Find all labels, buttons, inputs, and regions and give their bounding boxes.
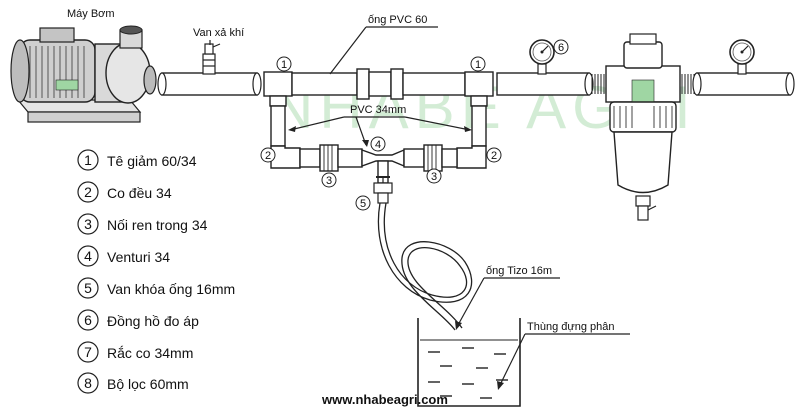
union-60-icon xyxy=(356,68,404,100)
svg-text:Venturi 34: Venturi 34 xyxy=(107,249,170,265)
svg-text:8: 8 xyxy=(84,375,92,391)
pipe-60-segment xyxy=(696,72,791,96)
legend-item: 1 Tê giảm 60/34 xyxy=(77,149,197,171)
tank-label: Thùng đựng phân xyxy=(527,321,615,333)
callout-union-left: 3 xyxy=(321,172,337,188)
union-right-icon xyxy=(423,144,443,172)
pipe-60-segment xyxy=(291,72,358,96)
pump-label: Máy Bơm xyxy=(67,8,115,20)
callout-union-right: 3 xyxy=(426,168,442,184)
legend-item: 7 Rắc co 34mm xyxy=(77,341,193,363)
pipe-34-segment xyxy=(270,105,286,147)
svg-text:7: 7 xyxy=(84,344,92,360)
pipe-60-segment xyxy=(496,72,590,96)
svg-text:2: 2 xyxy=(265,150,271,162)
svg-text:6: 6 xyxy=(84,312,92,328)
callout-gauge: 6 xyxy=(558,42,564,54)
svg-text:2: 2 xyxy=(84,184,92,200)
svg-text:4: 4 xyxy=(84,248,92,264)
callout-elbow-right: 2 xyxy=(486,147,502,163)
legend-item: 8 Bộ lọc 60mm xyxy=(77,372,189,394)
svg-text:Bộ lọc 60mm: Bộ lọc 60mm xyxy=(107,376,189,392)
legend-item: 4 Venturi 34 xyxy=(77,245,170,267)
fertilizer-tank-icon xyxy=(417,318,521,407)
elbow-left-icon xyxy=(270,145,301,169)
elbow-right-icon xyxy=(456,145,487,169)
svg-text:3: 3 xyxy=(431,171,437,183)
svg-text:Rắc co 34mm: Rắc co 34mm xyxy=(107,345,193,361)
legend-item: 3 Nối ren trong 34 xyxy=(77,213,208,235)
callout-venturi: 4 xyxy=(370,136,386,152)
svg-text:Đồng hồ đo áp: Đồng hồ đo áp xyxy=(107,313,199,329)
tizo-label: ống Tizo 16m xyxy=(486,265,552,277)
tizo-hose xyxy=(377,202,473,331)
svg-text:Tê giảm 60/34: Tê giảm 60/34 xyxy=(107,153,197,169)
callout-elbow-left: 2 xyxy=(260,147,276,163)
svg-text:4: 4 xyxy=(375,139,381,151)
pipe-34-segment xyxy=(403,148,425,168)
svg-text:2: 2 xyxy=(491,150,497,162)
svg-text:1: 1 xyxy=(84,152,92,168)
legend-item: 5 Van khóa ống 16mm xyxy=(77,277,235,299)
callout-tee-right: 1 xyxy=(470,56,486,72)
pipe-34-segment xyxy=(471,105,487,147)
pvc60-label: ống PVC 60 xyxy=(368,14,427,26)
legend-item: 2 Co đều 34 xyxy=(77,181,172,203)
legend-item: 6 Đồng hồ đo áp xyxy=(77,309,199,331)
website-link[interactable]: www.nhabeagri.com xyxy=(321,392,448,407)
legend: 1 Tê giảm 60/34 2 Co đều 34 3 Nối ren tr… xyxy=(77,149,235,394)
pressure-gauge-icon xyxy=(729,39,755,75)
svg-text:1: 1 xyxy=(281,59,287,71)
svg-text:5: 5 xyxy=(84,280,92,296)
pipe-60-segment xyxy=(161,72,258,96)
tee-left-icon xyxy=(263,71,293,107)
svg-text:Nối ren trong 34: Nối ren trong 34 xyxy=(107,217,208,233)
callout-valve16: 5 xyxy=(355,195,371,211)
pvc34-label: PVC 34mm xyxy=(350,104,406,116)
air-valve-label: Van xả khí xyxy=(193,27,244,39)
svg-text:5: 5 xyxy=(360,198,366,210)
svg-text:1: 1 xyxy=(475,59,481,71)
pressure-gauge-icon xyxy=(529,39,555,75)
pipe-34-segment xyxy=(299,148,321,168)
valve-16mm-icon xyxy=(373,176,393,204)
pipe-34-segment xyxy=(441,148,458,168)
svg-text:3: 3 xyxy=(84,216,92,232)
pipe-34-segment xyxy=(337,148,363,168)
filter-icon xyxy=(605,33,681,221)
tee-right-icon xyxy=(464,71,494,107)
pipe-60-segment xyxy=(402,72,466,96)
svg-text:3: 3 xyxy=(326,175,332,187)
pump-icon xyxy=(10,25,157,123)
air-release-valve-icon xyxy=(202,43,221,75)
union-left-icon xyxy=(319,144,339,172)
callout-tee-left: 1 xyxy=(276,56,292,72)
svg-text:Co đều 34: Co đều 34 xyxy=(107,185,172,201)
svg-text:Van khóa ống 16mm: Van khóa ống 16mm xyxy=(107,281,235,297)
